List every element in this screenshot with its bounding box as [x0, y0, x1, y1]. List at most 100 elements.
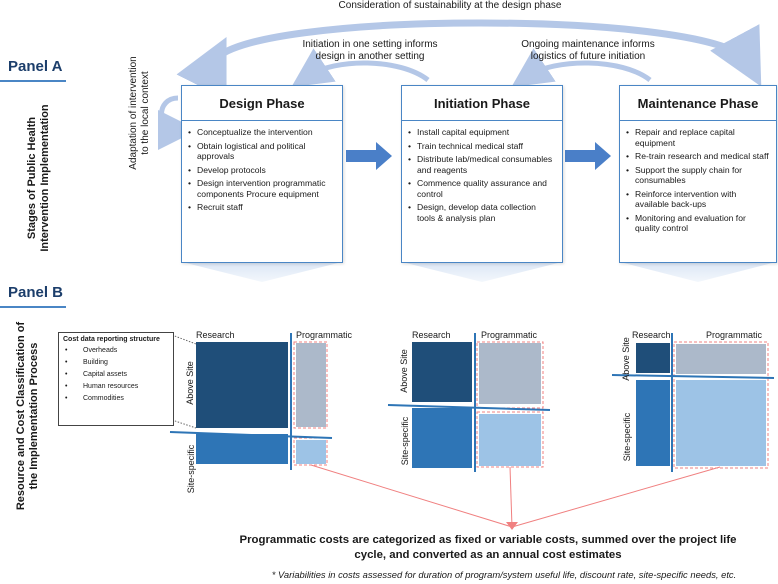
list-item: Reinforce intervention with available ba…	[626, 189, 770, 210]
q3-programmatic-above-outline	[673, 341, 769, 469]
design-chevron	[182, 262, 342, 282]
initiation-chevron	[402, 262, 562, 282]
list-item: Human resources	[65, 381, 169, 393]
adaptation-line2: to the local context	[140, 71, 151, 155]
q2-research-site	[412, 408, 472, 468]
maintenance-informs-arc	[511, 48, 652, 88]
q2-research-label: Research	[412, 330, 451, 340]
list-item: Design intervention programmatic compone…	[188, 178, 336, 199]
list-item: Recruit staff	[188, 202, 336, 213]
q2-programmatic-label: Programmatic	[481, 330, 538, 340]
maintenance-phase-box: Maintenance Phase Repair and replace cap…	[619, 85, 777, 263]
initiation-phase-box: Initiation Phase Install capital equipme…	[401, 85, 563, 263]
sustainability-arc	[176, 19, 762, 100]
initiation-phase-rule	[402, 120, 562, 121]
q3-research-site	[636, 380, 670, 466]
maintenance-phase-rule	[620, 120, 776, 121]
panel-b-side-title-line2: the Implementation Process	[28, 342, 40, 490]
sustainability-label: Consideration of sustainability at the d…	[338, 0, 562, 11]
q3-horizontal-axis	[611, 374, 775, 379]
panel-a-side-title-line2: Intervention Implementation	[39, 104, 51, 252]
q2-programmatic-site-outline	[476, 411, 544, 468]
q1-programmatic-site	[296, 440, 326, 464]
q3-research-label: Research	[632, 330, 671, 340]
list-item: Capital assets	[65, 369, 169, 381]
q3-programmatic-above	[676, 344, 766, 374]
list-item: Install capital equipment	[408, 127, 556, 138]
quadrant-group-design	[169, 333, 333, 470]
list-item: Support the supply chain for consumables	[626, 165, 770, 186]
maintenance-chevron	[620, 262, 776, 282]
panel-a-label: Panel A	[8, 58, 63, 75]
list-item: Monitoring and evaluation for quality co…	[626, 213, 770, 234]
q2-research-above	[412, 342, 472, 402]
q2-programmatic-above	[479, 343, 541, 404]
cost-box-connector-2	[171, 419, 197, 429]
list-item: Develop protocols	[188, 165, 336, 176]
conclusion-text: Programmatic costs are categorized as fi…	[239, 534, 737, 561]
q2-programmatic-site	[479, 414, 541, 466]
q3-research-above	[636, 343, 670, 373]
convergence-lines	[310, 464, 721, 528]
adaptation-loop-arc	[157, 95, 198, 150]
list-item: Re-train research and medical staff	[626, 151, 770, 162]
maintenance-informs-label: Ongoing maintenance informs logistics of…	[521, 39, 655, 62]
cost-box-connector	[171, 334, 197, 345]
list-item: Conceptualize the intervention	[188, 127, 336, 138]
adaptation-line1: Adaptation of intervention	[128, 56, 139, 170]
initiation-informs-arc	[291, 48, 430, 88]
quadrant-group-initiation	[387, 333, 551, 472]
maintenance-phase-list: Repair and replace capital equipment Re-…	[620, 127, 776, 234]
initiation-to-maintenance-arrow	[565, 142, 611, 170]
q1-site-specific-label: Site-specific	[186, 444, 196, 494]
list-item: Obtain logistical and political approval…	[188, 141, 336, 162]
q2-above-site-label: Above Site	[399, 349, 409, 393]
q2-site-specific-label: Site-specific	[400, 416, 410, 466]
list-item: Distribute lab/medical consumables and r…	[408, 154, 556, 175]
adaptation-label: Adaptation of intervention to the local …	[128, 43, 154, 183]
q3-above-site-label: Above Site	[621, 337, 631, 381]
design-phase-rule	[182, 120, 342, 121]
q1-research-above	[196, 342, 288, 428]
q3-programmatic-label: Programmatic	[706, 330, 763, 340]
design-phase-box: Design Phase Conceptualize the intervent…	[181, 85, 343, 263]
convergence-arrowhead	[506, 522, 518, 530]
list-item: Repair and replace capital equipment	[626, 127, 770, 148]
q1-research-label: Research	[196, 330, 235, 340]
q1-research-site	[196, 434, 288, 464]
panel-a-side-title-line1: Stages of Public Health	[26, 116, 38, 240]
footnote-text: * Variabilities in costs assessed for du…	[271, 569, 737, 580]
list-item: Commence quality assurance and control	[408, 178, 556, 199]
q1-above-site-label: Above Site	[185, 361, 195, 405]
q1-programmatic-label: Programmatic	[296, 330, 353, 340]
panel-b-side-title-line1: Resource and Cost Classification of	[15, 321, 27, 511]
q3-site-specific-label: Site-specific	[622, 412, 632, 462]
list-item: Design, develop data collection tools & …	[408, 202, 556, 223]
list-item: Train technical medical staff	[408, 141, 556, 152]
initiation-phase-list: Install capital equipment Train technica…	[402, 127, 562, 223]
design-phase-title: Design Phase	[219, 96, 305, 111]
q2-horizontal-axis	[387, 404, 551, 411]
panel-b-label: Panel B	[8, 284, 64, 301]
design-phase-list: Conceptualize the intervention Obtain lo…	[182, 127, 342, 213]
q1-horizontal-axis	[169, 431, 333, 439]
design-to-initiation-arrow	[346, 142, 392, 170]
cost-structure-box: Cost data reporting structure Overheads …	[58, 332, 174, 426]
cost-structure-title: Cost data reporting structure	[63, 336, 160, 343]
panel-b-side-title: Resource and Cost Classification of the …	[15, 306, 43, 526]
q3-programmatic-site	[676, 380, 766, 466]
cost-structure-list: Overheads Building Capital assets Human …	[59, 345, 173, 405]
q1-programmatic-above	[296, 343, 326, 427]
maintenance-phase-title: Maintenance Phase	[637, 96, 759, 111]
panel-a-rule	[0, 80, 66, 82]
quadrant-group-maintenance	[611, 333, 775, 472]
panel-a-side-title: Stages of Public Health Intervention Imp…	[26, 98, 54, 258]
list-item: Commodities	[65, 393, 169, 405]
q1-programmatic-above-outline	[293, 341, 328, 429]
initiation-phase-title: Initiation Phase	[433, 96, 531, 111]
list-item: Building	[65, 357, 169, 369]
initiation-informs-label: Initiation in one setting informs design…	[302, 39, 438, 62]
list-item: Overheads	[65, 345, 169, 357]
